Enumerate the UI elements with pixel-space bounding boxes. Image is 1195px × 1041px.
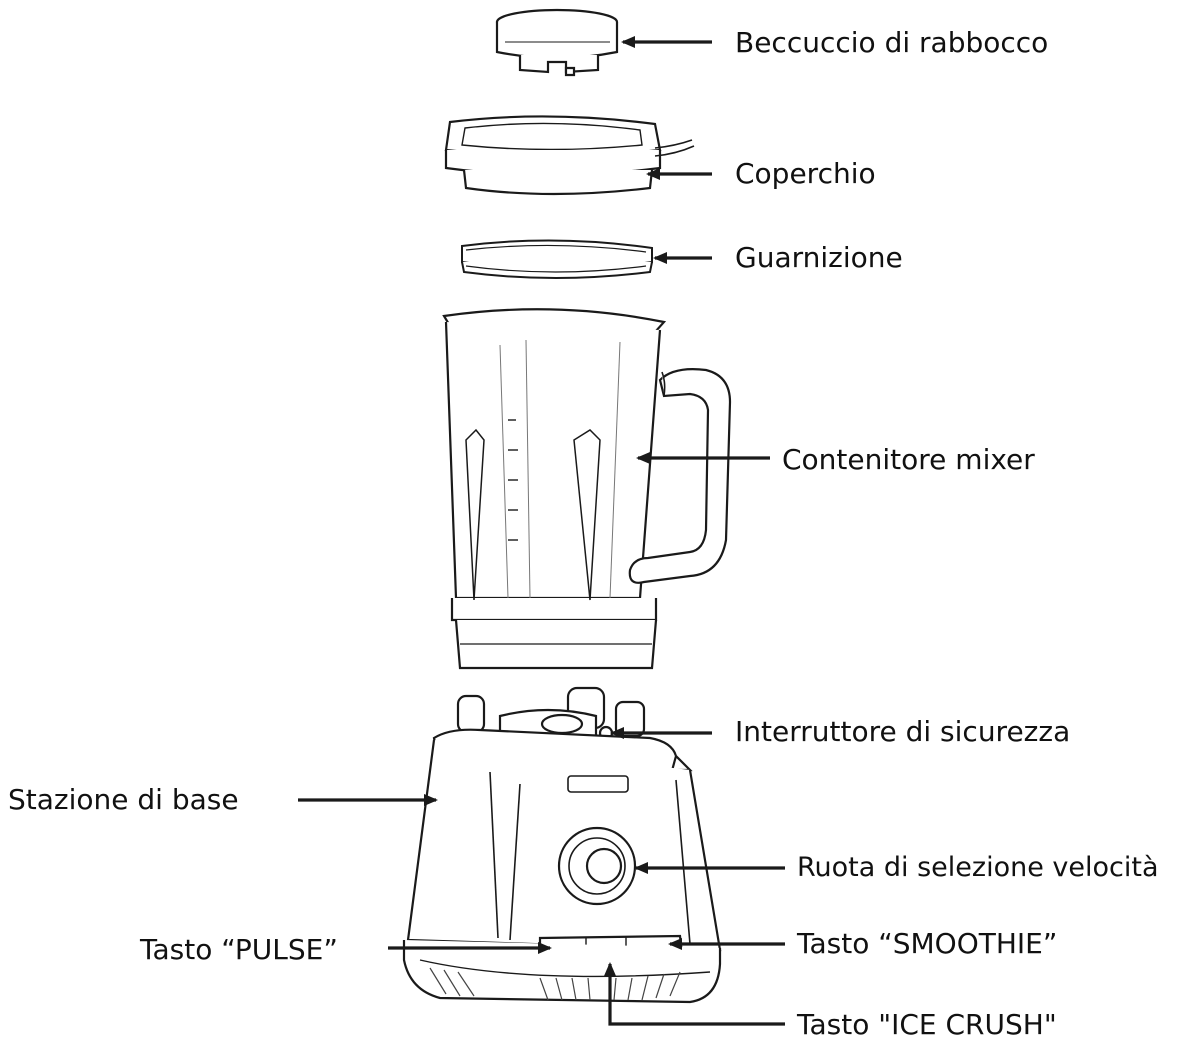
label-lid: Coperchio xyxy=(735,157,876,190)
gasket-part xyxy=(462,240,652,278)
base-station-part xyxy=(404,688,720,1002)
label-speed-dial: Ruota di selezione velocità xyxy=(797,852,1159,883)
leader-lines xyxy=(298,36,785,1026)
label-safety-switch: Interruttore di sicurezza xyxy=(735,715,1071,748)
label-smoothie-button: Tasto “SMOOTHIE” xyxy=(797,927,1058,960)
jar-part xyxy=(444,309,730,668)
label-ice-crush-button: Tasto "ICE CRUSH" xyxy=(797,1008,1057,1041)
label-refill-cap: Beccuccio di rabbocco xyxy=(735,26,1049,59)
arrow-ice-crush-button xyxy=(604,962,785,1026)
label-pulse-button: Tasto “PULSE” xyxy=(140,933,338,966)
refill-cap-part xyxy=(497,10,617,75)
label-gasket: Guarnizione xyxy=(735,241,903,274)
label-jar: Contenitore mixer xyxy=(782,443,1035,476)
lid-part xyxy=(446,116,694,194)
label-base-station: Stazione di base xyxy=(8,783,239,816)
